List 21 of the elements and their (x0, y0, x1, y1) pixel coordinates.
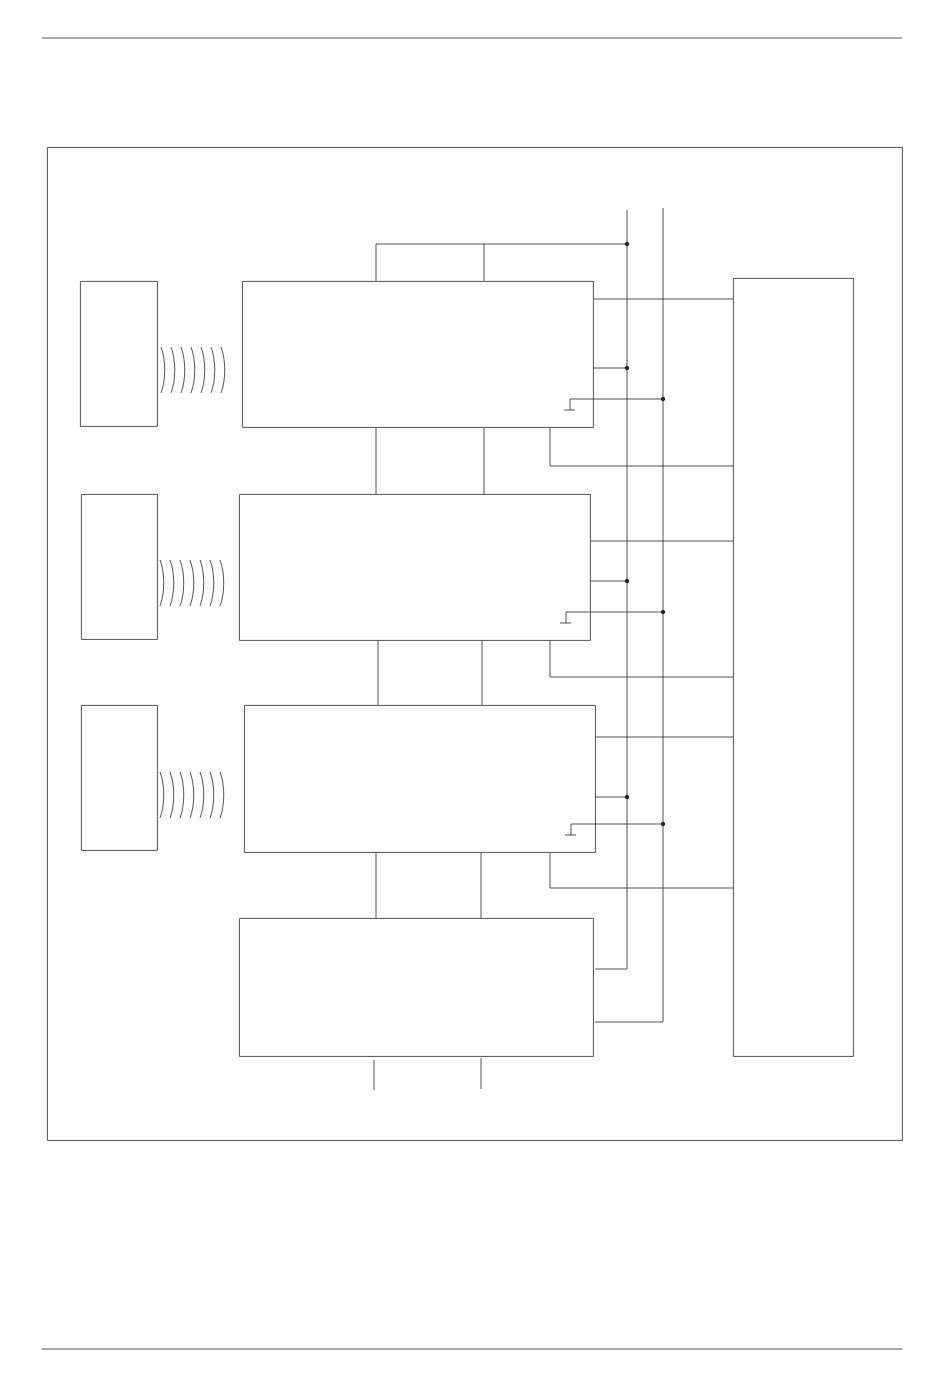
module-box (239, 918, 594, 1057)
sensor-box (81, 494, 158, 640)
connector-line (483, 427, 485, 495)
connector-line (549, 427, 734, 467)
connector-line (549, 640, 734, 678)
connector-line (481, 640, 483, 706)
connector-line (593, 298, 734, 300)
controller-box (733, 278, 854, 1057)
sensor-box (81, 705, 158, 851)
connector-line (480, 852, 482, 919)
sensor-box (80, 281, 158, 427)
connector-line (595, 736, 734, 738)
module-box (244, 705, 596, 853)
module-box (242, 281, 594, 428)
connector-line (375, 427, 377, 495)
connector-line (377, 640, 379, 706)
connector-line (590, 540, 734, 542)
connector-line (375, 852, 377, 919)
module-box (239, 494, 591, 641)
connector-line (549, 852, 734, 889)
frame-box (47, 147, 903, 1141)
